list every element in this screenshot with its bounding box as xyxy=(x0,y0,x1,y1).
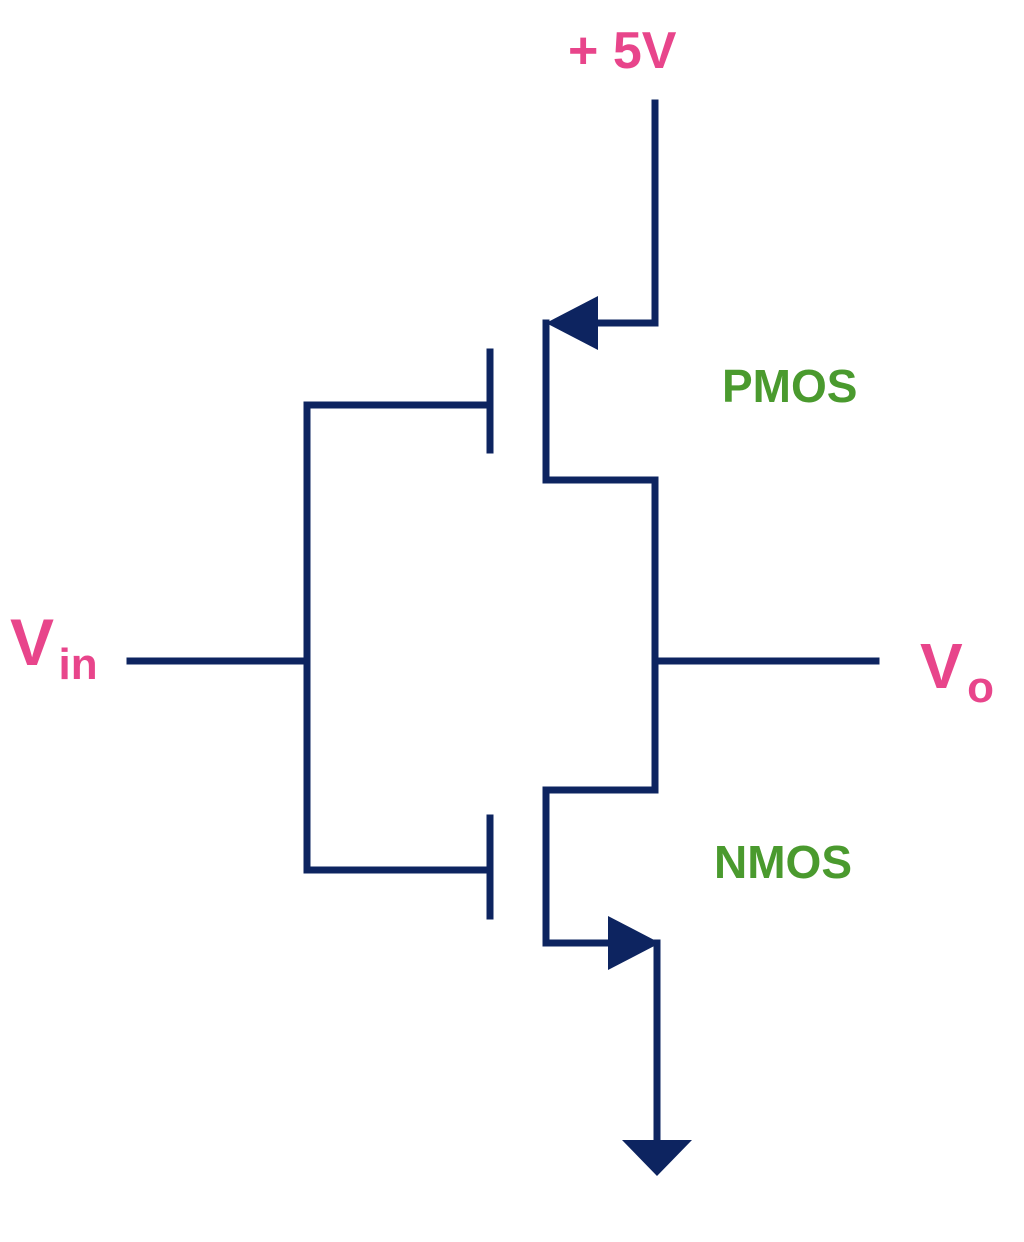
pmos-channel xyxy=(542,319,659,665)
output-label-main: V xyxy=(920,630,963,702)
supply-label: + 5V xyxy=(568,22,677,80)
gate-bus-wire xyxy=(303,401,494,874)
nmos-channel xyxy=(542,657,659,947)
supply-wire xyxy=(594,99,659,327)
input-label-main: V xyxy=(10,605,54,679)
pmos-source-arrow xyxy=(546,296,598,350)
input-label-subscript: in xyxy=(58,640,97,689)
nmos-source-arrow xyxy=(608,916,660,970)
pmos-label: PMOS xyxy=(722,360,857,412)
output-label-subscript: o xyxy=(967,663,994,712)
input-label: V in xyxy=(10,605,98,689)
nmos-label: NMOS xyxy=(714,836,852,888)
output-label: V o xyxy=(920,630,994,712)
ground-arrow-icon xyxy=(622,1140,692,1176)
